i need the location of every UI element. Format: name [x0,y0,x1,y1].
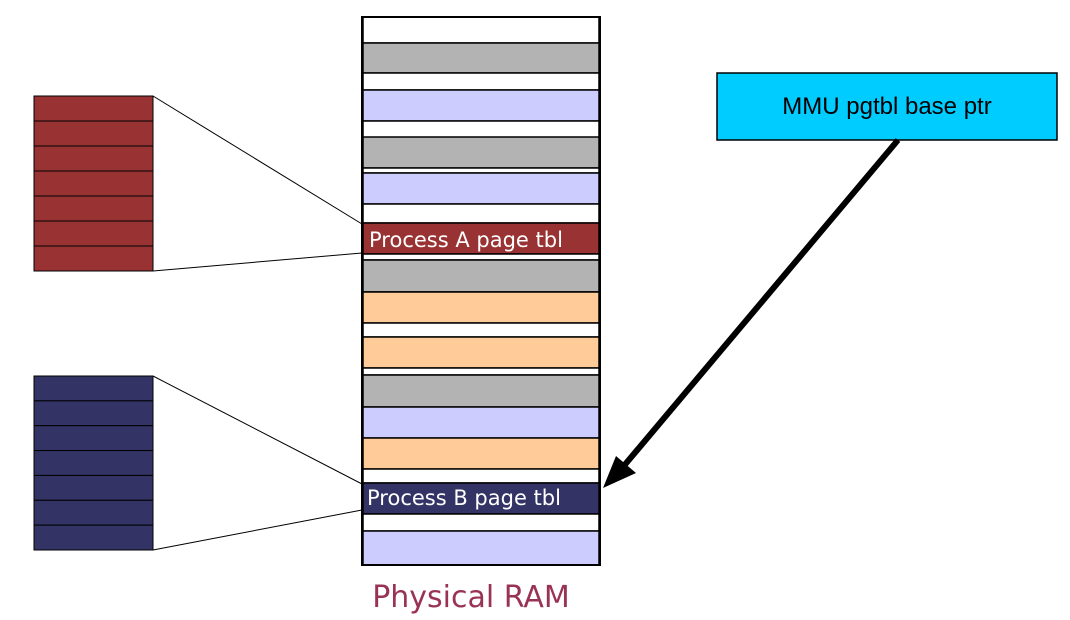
physical-ram-column [361,16,601,566]
process-a-page-table-entry [33,95,154,122]
process-a-page-table-entry [33,195,154,222]
ram-block-white [362,120,600,139]
ram-block-lavender [362,89,600,122]
ram-block-white [362,468,600,484]
process-a-page-table-entry [33,245,154,272]
process-a-page-table-entry [33,145,154,172]
process-b-connector-top [152,375,363,485]
ram-block-white [362,16,600,44]
ram-block-lavender [362,406,600,439]
mmu-pgtbl-base-ptr-box [716,72,1058,141]
process-b-page-table-entry [33,375,154,402]
process-b-page-table-stack [33,375,154,551]
process-b-page-table-entry [33,524,154,551]
process-b-page-table-entry [33,425,154,452]
ram-block-lavender [362,530,600,566]
ram-block-peach [362,336,600,369]
mmu-pgtbl-base-ptr-label: MMU pgtbl base ptr [782,93,991,120]
process-b-page-table-entry [33,499,154,526]
process-a-connector-top [152,95,363,225]
process-b-page-table-entry [33,450,154,476]
mmu-pointer-arrow [609,138,901,482]
ram-block-white [362,367,600,376]
ram-block-gray [362,259,600,293]
ram-block-gray [362,374,600,408]
ram-block-white [362,72,600,91]
process-a-page-table-stack [33,95,154,272]
process-b-page-table-label: Process B page tbl [367,486,561,510]
ram-block-white [362,322,600,338]
ram-block-gray [362,42,600,74]
mmu-pointer-arrowhead [603,456,636,488]
process-a-page-table-entry [33,220,154,247]
physical-ram-outline [361,16,601,566]
process-a-page-table-entry [33,170,154,197]
process-a-page-table-label: Process A page tbl [369,228,563,252]
ram-block-peach [362,291,600,324]
physical-ram-caption: Physical RAM [372,580,570,615]
process-b-page-table-entry [33,400,154,427]
ram-block-white [362,253,600,261]
ram-block-gray [362,136,600,169]
process-a-page-table-entry [33,120,154,147]
process-b-page-table-entry [33,474,154,501]
ram-block-white [362,513,600,532]
process-a-connector-bottom [152,252,363,272]
ram-block-lavender [362,172,600,205]
ram-block-white [362,203,600,224]
ram-block-peach [362,437,600,470]
process-b-connector-bottom [152,509,363,551]
